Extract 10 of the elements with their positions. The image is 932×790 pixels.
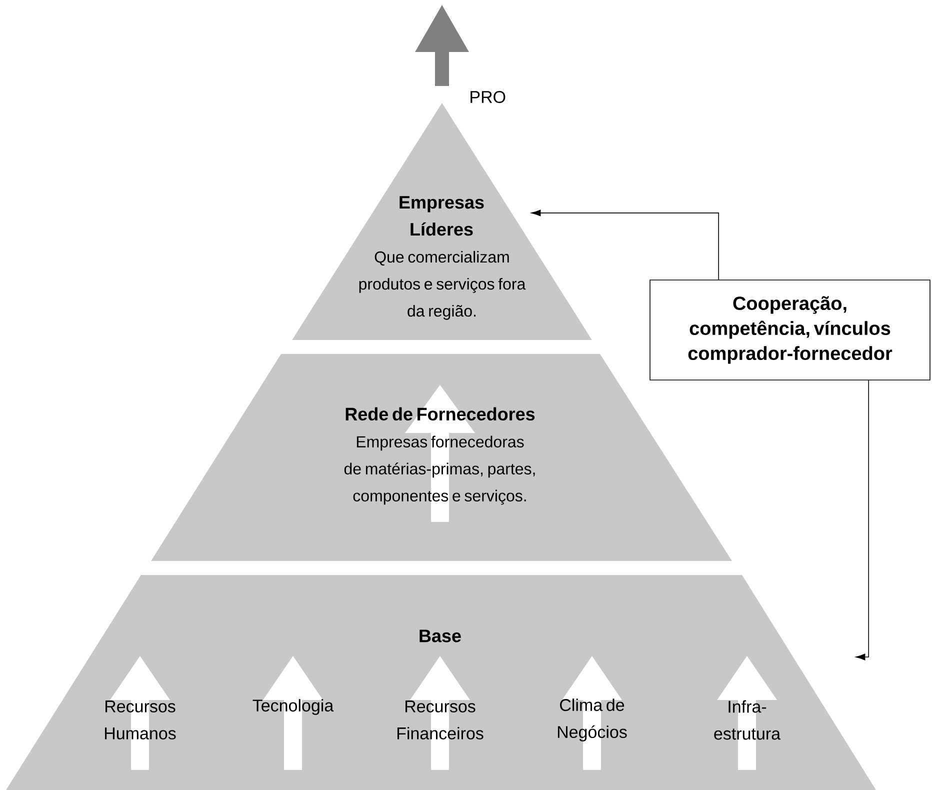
pyramid-level: Empresas Líderes Que comercializam produtos e serviços fora da região.	[292, 103, 592, 340]
arrow	[856, 380, 869, 660]
category-label: Infra-estrutura	[714, 700, 781, 740]
category-label: Recursos Financeiros	[397, 700, 484, 740]
text-box: Cooperação, competência, vínculos comprador-fornecedor	[650, 280, 930, 380]
category-label: Clima de Negócios	[558, 698, 627, 742]
category-label: Tecnologia	[252, 699, 334, 715]
arrow	[531, 210, 719, 280]
label: PRO	[470, 90, 506, 104]
category-label: Recursos Humanos	[105, 700, 176, 740]
